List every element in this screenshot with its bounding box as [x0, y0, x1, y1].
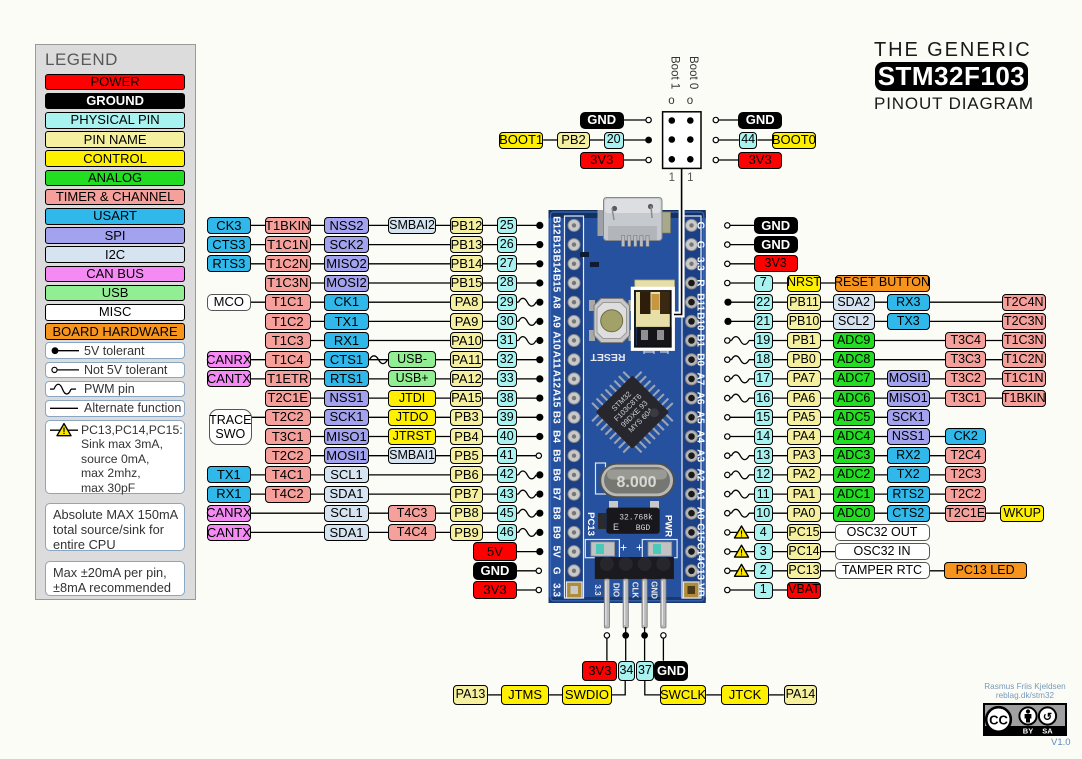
svg-text:!: ! [740, 548, 743, 558]
svg-text:B5: B5 [551, 449, 562, 462]
svg-text:B6: B6 [551, 469, 562, 482]
svg-text:A8: A8 [551, 296, 562, 309]
svg-text:B9: B9 [551, 526, 562, 539]
svg-text:B11: B11 [695, 293, 706, 311]
svg-text:A3: A3 [695, 449, 706, 462]
svg-text:BGD: BGD [636, 524, 651, 533]
svg-text:PWR: PWR [663, 515, 674, 537]
svg-text:A2: A2 [695, 469, 706, 482]
svg-text:A9: A9 [551, 315, 562, 328]
svg-text:o: o [668, 95, 674, 107]
svg-text:GND: GND [649, 581, 658, 599]
svg-text:Boot 1: Boot 1 [669, 56, 681, 89]
svg-text:!: ! [740, 528, 743, 538]
svg-text:G: G [695, 222, 706, 230]
svg-text:A10: A10 [551, 331, 562, 350]
svg-text:3.3: 3.3 [593, 584, 602, 596]
svg-text:B4: B4 [551, 430, 562, 443]
svg-text:+: + [620, 541, 627, 555]
svg-text:E: E [613, 522, 619, 532]
svg-text:B8: B8 [551, 507, 562, 520]
svg-text:B14: B14 [551, 255, 562, 274]
svg-text:C14: C14 [695, 542, 706, 561]
svg-text:o: o [687, 95, 693, 107]
svg-text:A6: A6 [695, 392, 706, 405]
svg-text:A12: A12 [551, 370, 562, 389]
svg-text:B0: B0 [695, 353, 706, 366]
svg-text:B15: B15 [551, 274, 562, 293]
svg-text:B10: B10 [695, 312, 706, 331]
svg-text:A15: A15 [551, 389, 562, 408]
svg-text:1: 1 [669, 172, 675, 184]
svg-text:A11: A11 [551, 351, 562, 369]
svg-text:C15: C15 [695, 523, 706, 542]
svg-text:B1: B1 [695, 334, 706, 347]
svg-text:B7: B7 [551, 488, 562, 501]
svg-text:PC13: PC13 [585, 512, 596, 536]
svg-text:CLK: CLK [631, 582, 640, 599]
svg-text:B3: B3 [551, 411, 562, 424]
svg-text:C13: C13 [695, 562, 706, 581]
svg-text:VB: VB [695, 583, 706, 597]
svg-text:8.000: 8.000 [616, 474, 656, 491]
svg-text:3.3: 3.3 [551, 583, 562, 597]
svg-text:A4: A4 [695, 430, 706, 443]
svg-text:!: ! [740, 567, 743, 577]
svg-text:G: G [695, 241, 706, 249]
svg-text:B12: B12 [551, 216, 562, 235]
svg-text:5V: 5V [551, 545, 562, 558]
svg-text:A0: A0 [695, 507, 706, 520]
svg-text:DIO: DIO [612, 583, 621, 597]
svg-text:A5: A5 [695, 411, 706, 424]
svg-text:B13: B13 [551, 235, 562, 254]
svg-text:1: 1 [687, 172, 693, 184]
svg-text:Boot 0: Boot 0 [687, 56, 699, 89]
svg-text:A1: A1 [695, 488, 706, 501]
svg-text:+: + [636, 541, 643, 555]
svg-text:A7: A7 [695, 373, 706, 386]
svg-text:RESET: RESET [590, 351, 626, 363]
svg-text:R: R [695, 279, 706, 287]
svg-text:3.3: 3.3 [695, 257, 706, 271]
svg-text:32.768k: 32.768k [619, 514, 653, 523]
svg-text:G: G [551, 567, 562, 575]
